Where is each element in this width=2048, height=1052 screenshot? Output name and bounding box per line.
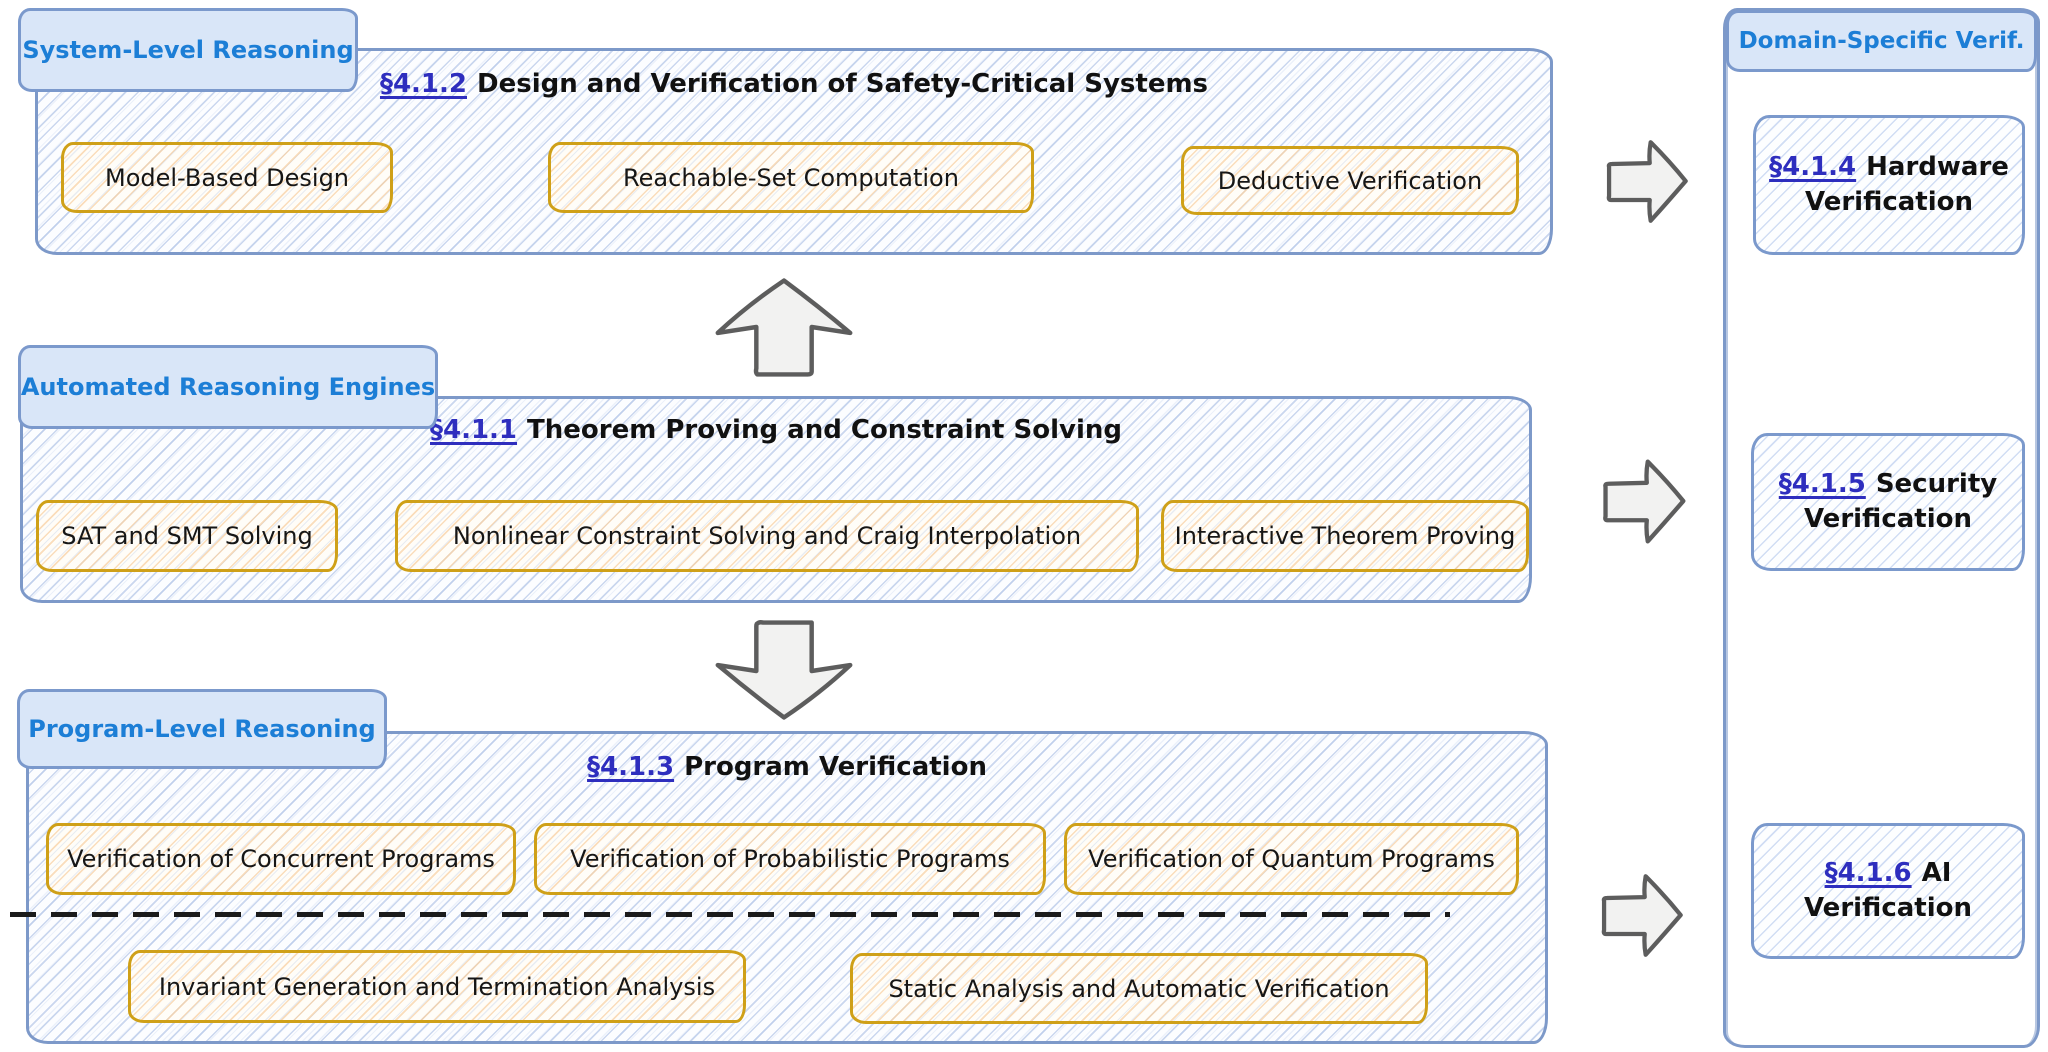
panel-system-level: §4.1.2 Design and Verification of Safety-… (35, 48, 1553, 255)
topic-box-label: Deductive Verification (1217, 166, 1483, 195)
section-link-4-1-2[interactable]: §4.1.2 (379, 69, 467, 99)
section-box-title: AI Verification (1803, 857, 1972, 923)
tab-automated-reasoning-engines: Automated Reasoning Engines (18, 345, 438, 429)
topic-box-label: Nonlinear Constraint Solving and Craig I… (452, 522, 1082, 550)
panel-engines-title: §4.1.1 Theorem Proving and Constraint Sol… (23, 415, 1529, 445)
right-arrow-icon-top (1606, 140, 1688, 223)
topic-box-verification-quantum-programs: Verification of Quantum Programs (1064, 823, 1519, 895)
topic-box-model-based-design: Model-Based Design (61, 142, 393, 213)
topic-box-static-analysis-automatic-verification: Static Analysis and Automatic Verificati… (850, 953, 1428, 1024)
topic-box-label: Verification of Quantum Programs (1088, 845, 1495, 873)
dashed-divider (10, 912, 1450, 917)
topic-box-label: Interactive Theorem Proving (1174, 522, 1516, 550)
topic-box-deductive-verification: Deductive Verification (1181, 146, 1519, 215)
panel-program-level: §4.1.3 Program Verification Verification … (26, 731, 1548, 1044)
topic-box-label: Model-Based Design (104, 163, 350, 192)
topic-box-label: SAT and SMT Solving (61, 522, 313, 550)
topic-box-label: Reachable-Set Computation (623, 163, 959, 192)
tab-system-level-reasoning: System-Level Reasoning (18, 8, 358, 92)
panel-system-title-text: Design and Verification of Safety-Critic… (477, 69, 1209, 99)
right-arrow-icon-bottom (1601, 874, 1683, 957)
topic-box-label: Invariant Generation and Termination Ana… (158, 972, 716, 1001)
section-link-4-1-1[interactable]: §4.1.1 (430, 415, 518, 445)
section-box-title: Hardware Verification (1805, 151, 2009, 217)
panel-program-title-text: Program Verification (684, 752, 987, 782)
topic-box-verification-probabilistic-programs: Verification of Probabilistic Programs (534, 823, 1046, 895)
tab-program-level-reasoning: Program-Level Reasoning (17, 689, 387, 769)
topic-box-label: Static Analysis and Automatic Verificati… (888, 974, 1390, 1003)
topic-box-verification-concurrent-programs: Verification of Concurrent Programs (46, 823, 516, 895)
section-link-4-1-4[interactable]: §4.1.4 (1769, 151, 1857, 182)
tab-label: Program-Level Reasoning (28, 715, 376, 743)
topic-box-label: Verification of Concurrent Programs (67, 845, 495, 873)
topic-box-interactive-theorem-proving: Interactive Theorem Proving (1161, 500, 1529, 572)
panel-engines-title-text: Theorem Proving and Constraint Solving (527, 415, 1122, 445)
right-arrow-icon-middle (1603, 459, 1686, 544)
topic-box-invariant-generation-termination: Invariant Generation and Termination Ana… (128, 950, 746, 1023)
topic-box-sat-smt-solving: SAT and SMT Solving (36, 500, 338, 572)
topic-box-nonlinear-constraint-solving: Nonlinear Constraint Solving and Craig I… (395, 500, 1139, 572)
down-arrow-icon (715, 620, 853, 720)
topic-box-label: Verification of Probabilistic Programs (570, 845, 1010, 873)
topic-box-reachable-set-computation: Reachable-Set Computation (548, 142, 1034, 213)
tab-label: System-Level Reasoning (22, 36, 354, 64)
panel-automated-reasoning: §4.1.1 Theorem Proving and Constraint Sol… (20, 396, 1532, 603)
tab-domain-specific-verification: Domain-Specific Verif. (1726, 10, 2037, 72)
section-link-4-1-5[interactable]: §4.1.5 (1778, 468, 1866, 499)
up-arrow-icon (715, 278, 853, 377)
panel-program-title: §4.1.3 Program Verification (29, 752, 1545, 782)
tab-label: Domain-Specific Verif. (1738, 28, 2025, 54)
section-link-4-1-6[interactable]: §4.1.6 (1824, 857, 1912, 888)
panel-system-title: §4.1.2 Design and Verification of Safety-… (38, 69, 1550, 99)
section-link-4-1-3[interactable]: §4.1.3 (587, 752, 675, 782)
section-box-title: Security Verification (1803, 468, 1998, 534)
tab-label: Automated Reasoning Engines (20, 373, 436, 401)
